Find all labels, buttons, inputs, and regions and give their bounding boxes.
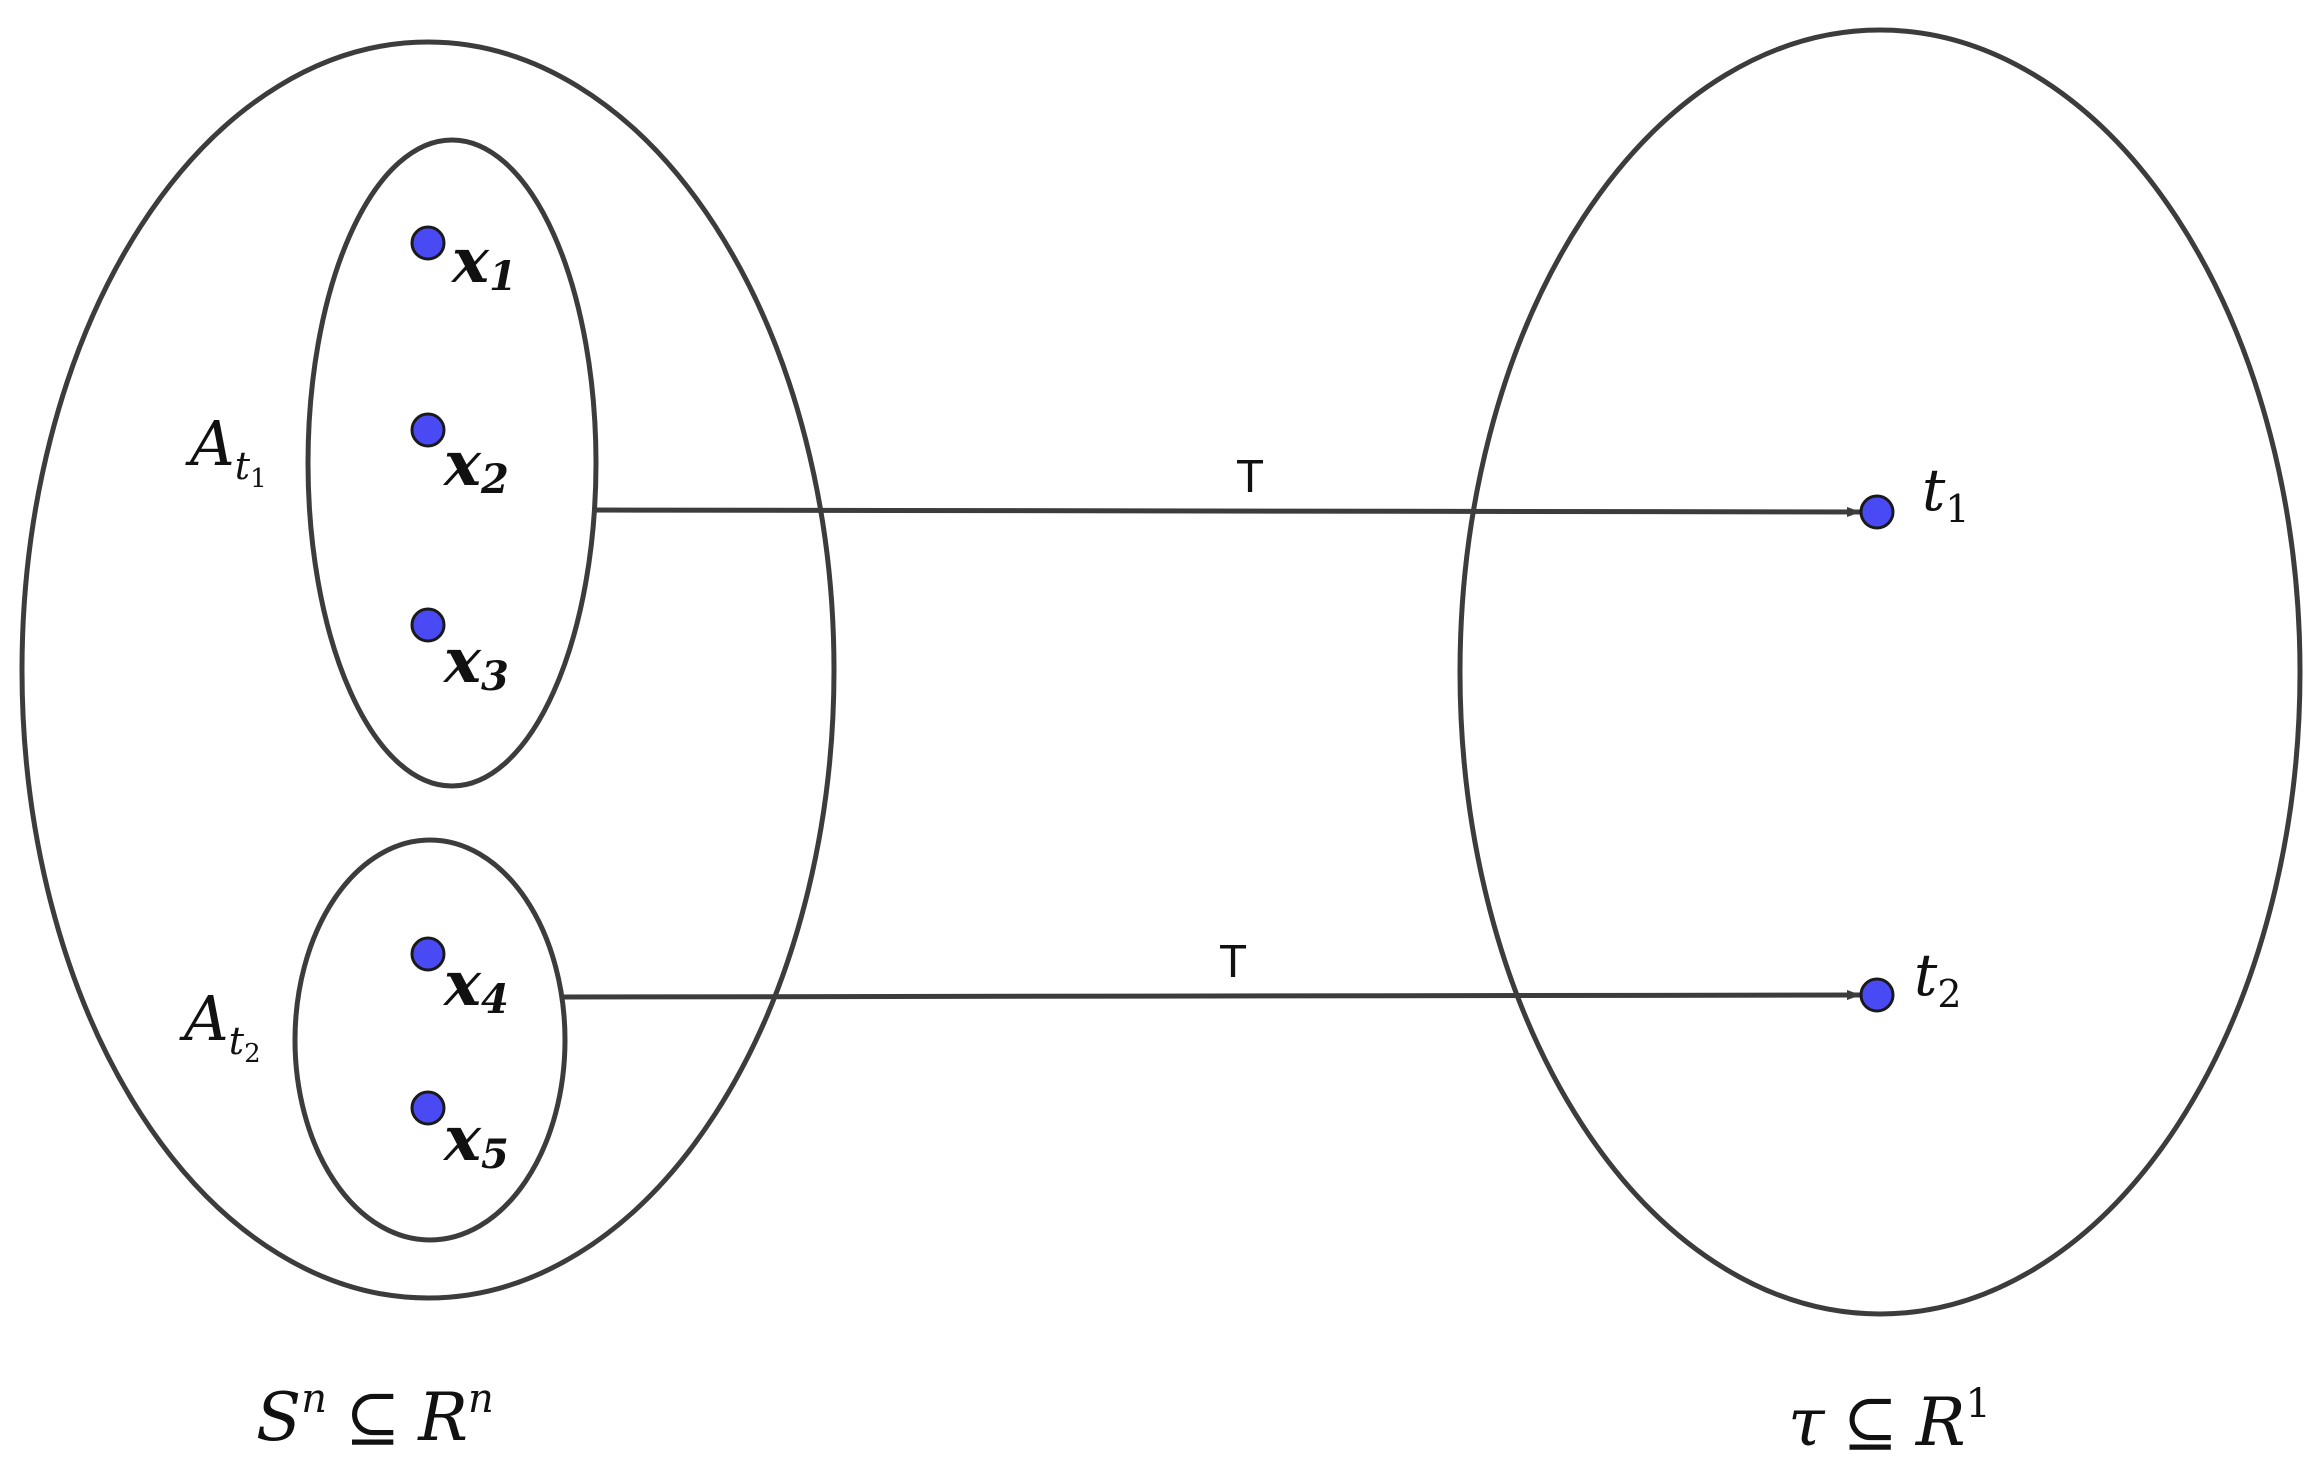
caption-domain-set: Sn⊆Rn bbox=[256, 1376, 494, 1456]
point-t2 bbox=[1859, 977, 1895, 1013]
arrow-label-2: T bbox=[1219, 935, 1247, 987]
label-x1: x1 bbox=[450, 224, 517, 300]
domain-set-ellipse bbox=[19, 39, 837, 1301]
mapping-arrow-2 bbox=[559, 990, 1861, 1001]
point-x2 bbox=[410, 412, 446, 448]
caption-codomain-set: τ⊆R1 bbox=[1788, 1381, 1991, 1461]
subset-a-t1-ellipse bbox=[305, 137, 599, 789]
subset-a-t2-ellipse bbox=[292, 837, 568, 1243]
point-x4 bbox=[410, 936, 446, 972]
label-subset-a-t1: At1 bbox=[185, 407, 267, 494]
label-x4: x4 bbox=[442, 947, 509, 1023]
point-t1 bbox=[1859, 494, 1895, 530]
point-x5 bbox=[410, 1090, 446, 1126]
point-x3 bbox=[410, 607, 446, 643]
arrow-label-1: T bbox=[1236, 450, 1264, 502]
label-subset-a-t2: At2 bbox=[179, 982, 261, 1069]
label-x2: x2 bbox=[442, 427, 509, 503]
point-x1 bbox=[410, 225, 446, 261]
label-x5: x5 bbox=[442, 1102, 509, 1178]
codomain-set-ellipse bbox=[1457, 27, 2303, 1317]
label-x3: x3 bbox=[442, 624, 509, 700]
label-t2: t2 bbox=[1914, 941, 1962, 1016]
mapping-arrow-1 bbox=[591, 506, 1861, 517]
label-t1: t1 bbox=[1922, 456, 1970, 531]
